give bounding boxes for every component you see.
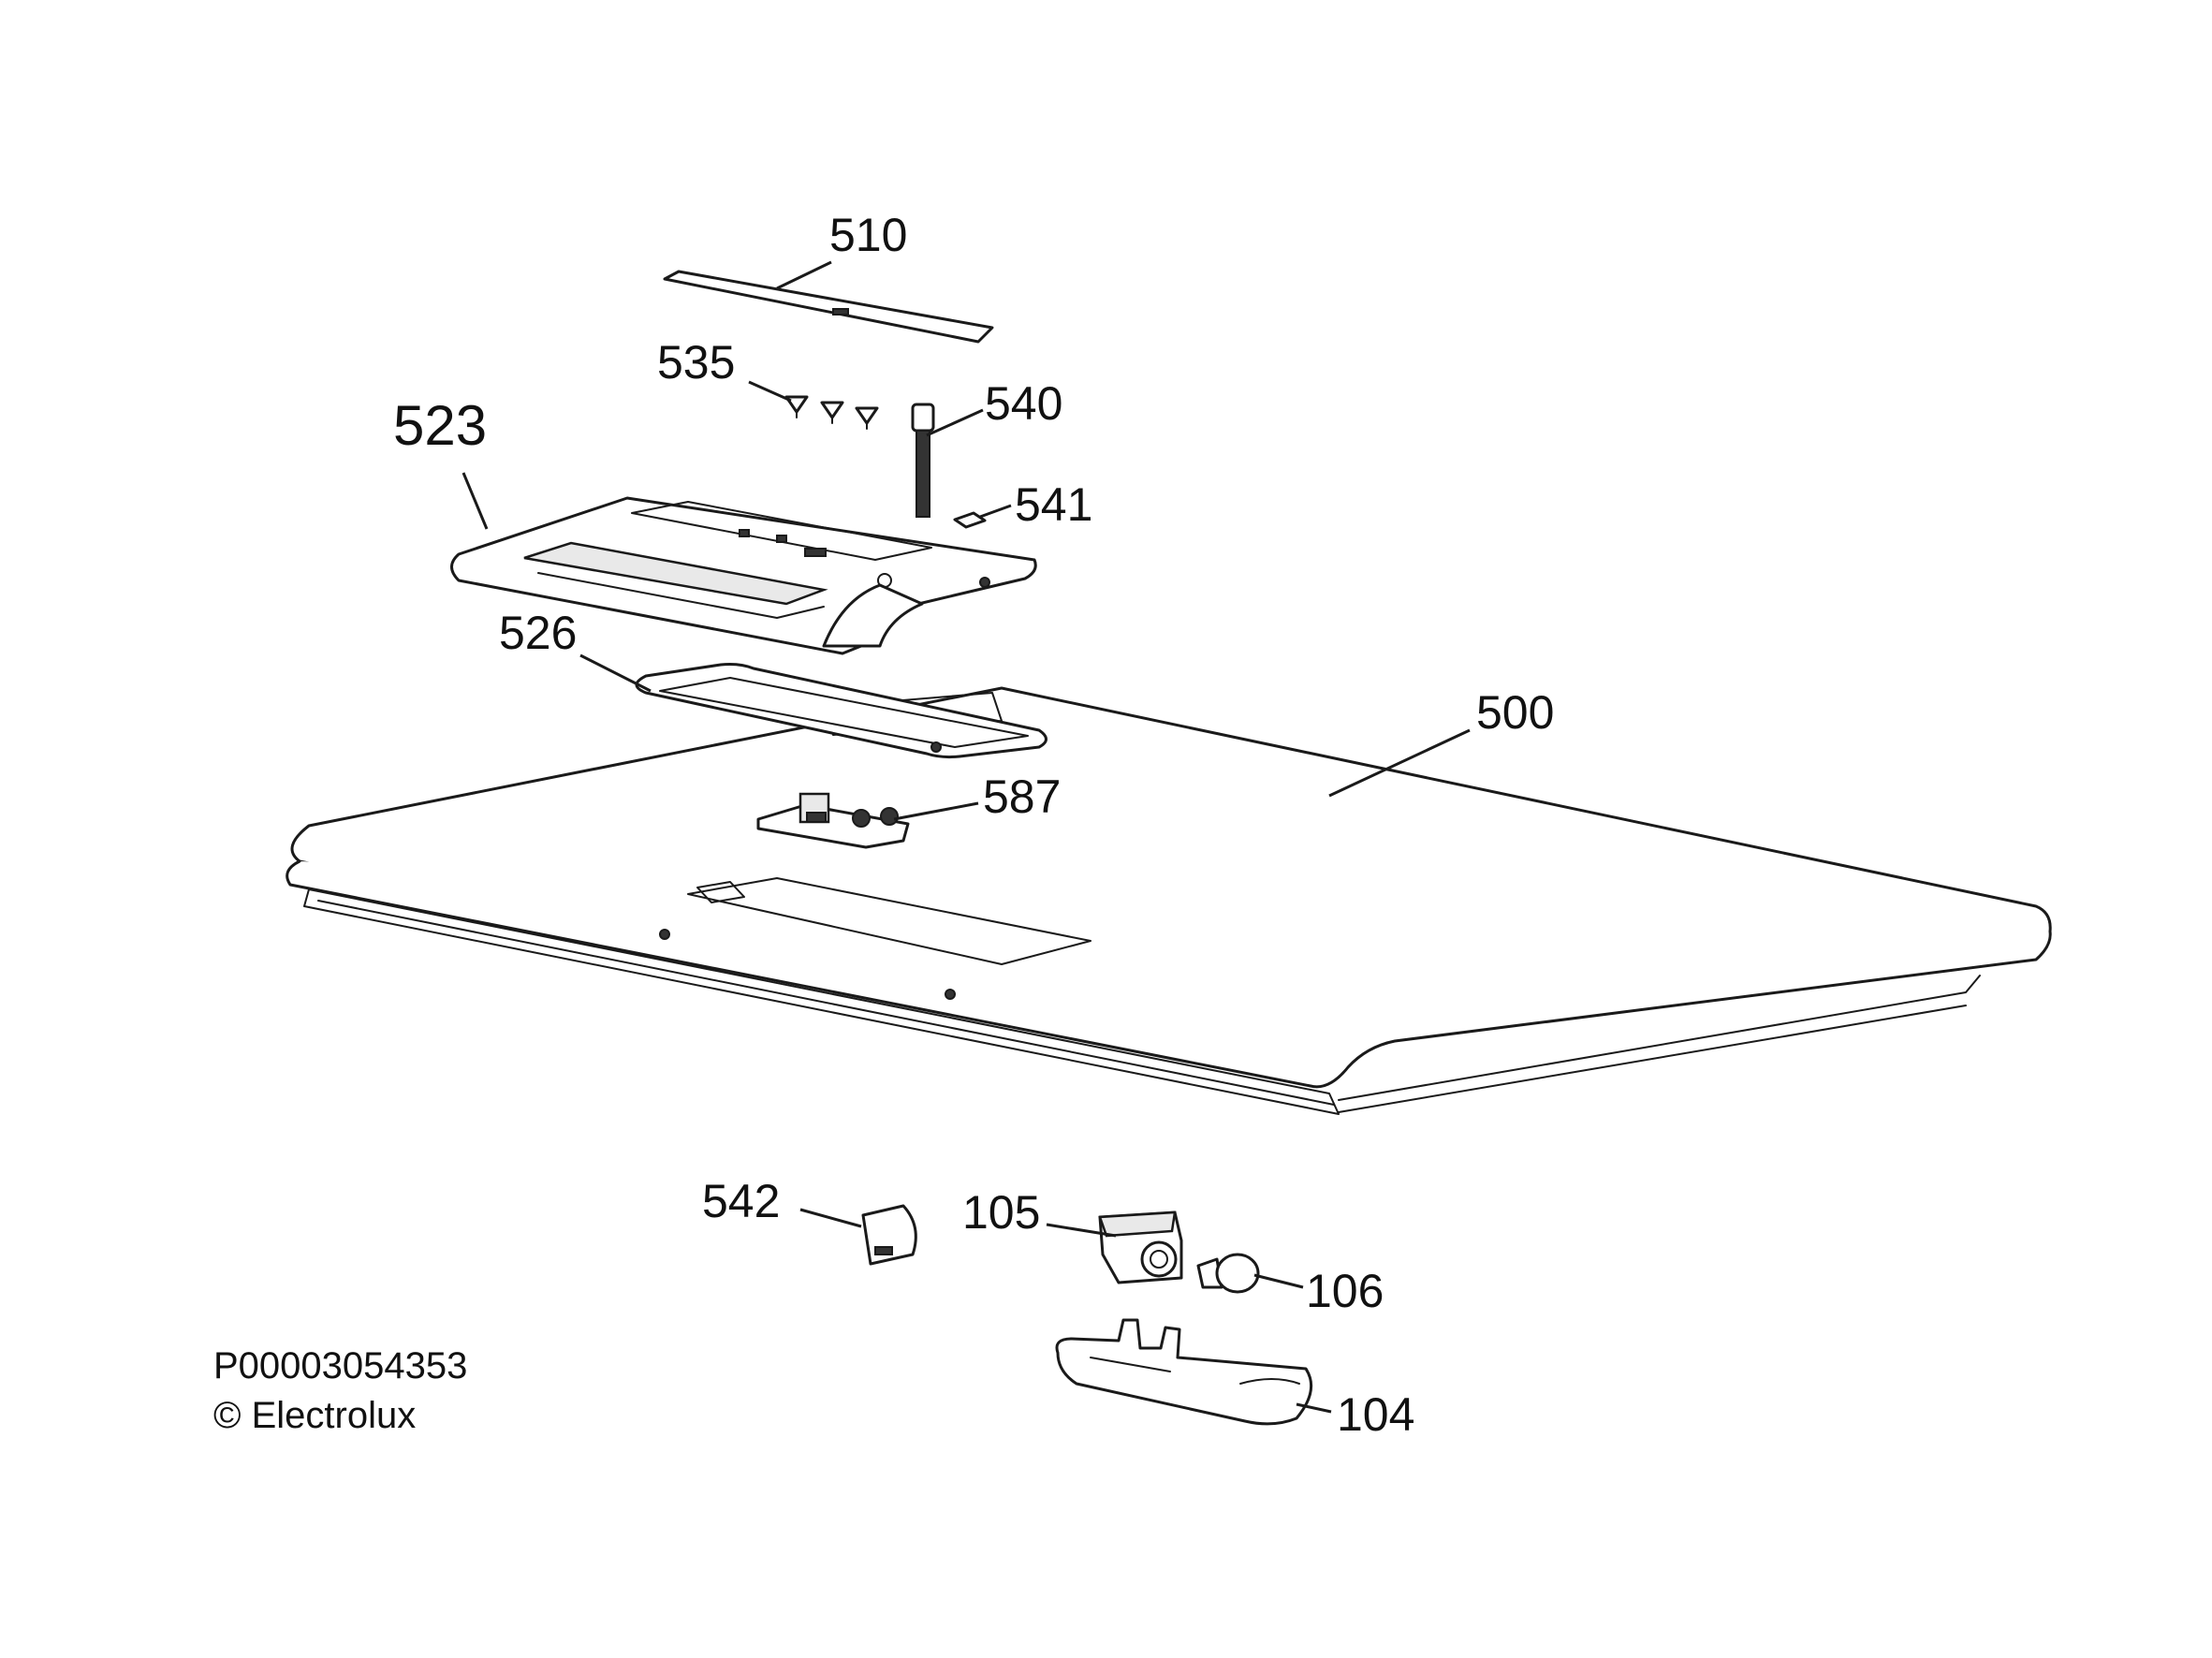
leader-500 xyxy=(1328,728,1471,798)
leader-105 xyxy=(1046,1223,1117,1238)
part-523-control-housing xyxy=(450,496,1037,655)
part-500-top-panel xyxy=(286,686,2052,1115)
leader-106 xyxy=(1253,1273,1304,1289)
part-542-bracket xyxy=(861,1204,917,1266)
part-number: P00003054353 xyxy=(213,1345,467,1387)
part-526-gasket xyxy=(635,663,1047,759)
callout-535: 535 xyxy=(657,336,735,389)
callout-540: 540 xyxy=(985,377,1062,430)
part-535-screws xyxy=(784,395,879,430)
callout-523: 523 xyxy=(393,394,487,457)
leader-lines xyxy=(461,260,1471,1414)
callout-510: 510 xyxy=(829,209,907,261)
callout-106: 106 xyxy=(1306,1265,1384,1317)
part-540-bolt xyxy=(911,403,935,518)
callout-542: 542 xyxy=(702,1175,780,1227)
leader-526 xyxy=(579,653,652,693)
callout-526: 526 xyxy=(499,607,577,659)
part-104-end-cap xyxy=(1055,1318,1313,1426)
part-106-pin xyxy=(1196,1253,1260,1294)
leader-542 xyxy=(799,1208,862,1228)
callout-104: 104 xyxy=(1337,1388,1414,1441)
leader-523 xyxy=(461,472,489,530)
leader-510 xyxy=(776,260,832,290)
part-105-hinge-block xyxy=(1098,1210,1183,1284)
part-510-cover-strip xyxy=(663,270,994,344)
part-541-clip xyxy=(953,511,987,529)
part-587-circuit-board xyxy=(756,792,910,849)
callout-105: 105 xyxy=(962,1186,1040,1239)
callout-541: 541 xyxy=(1015,478,1092,531)
leader-104 xyxy=(1296,1402,1332,1414)
callout-labels: 510 535 540 523 541 526 500 587 542 105 … xyxy=(393,209,1554,1441)
footer: P00003054353 © Electrolux xyxy=(213,1345,467,1436)
callout-500: 500 xyxy=(1476,686,1554,739)
copyright: © Electrolux xyxy=(213,1395,416,1436)
leader-541 xyxy=(979,504,1012,519)
leader-587 xyxy=(893,801,979,821)
leader-540 xyxy=(926,408,984,437)
leader-535 xyxy=(748,380,792,403)
callout-587: 587 xyxy=(983,770,1061,823)
